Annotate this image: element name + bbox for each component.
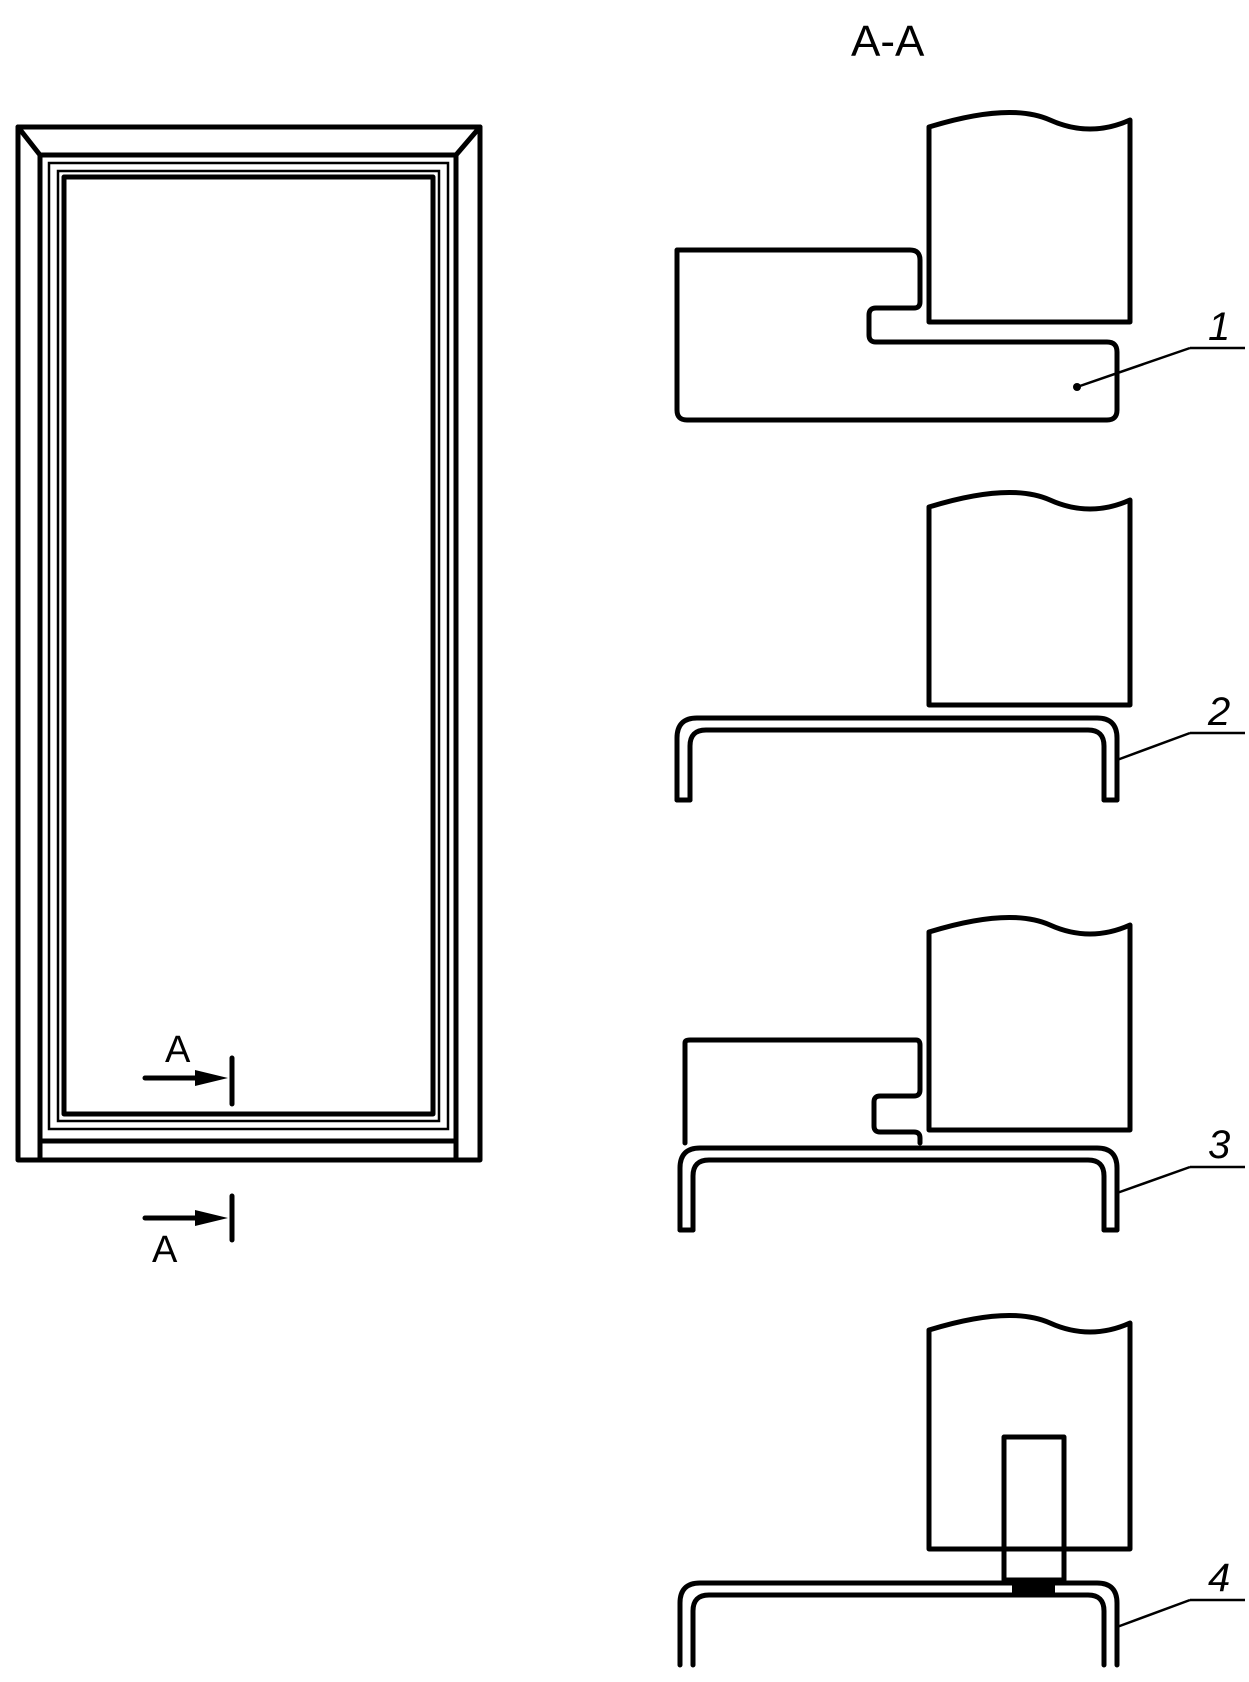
section-cut-marker-top: A <box>142 1029 235 1107</box>
callout-1: 1 <box>1208 305 1230 349</box>
section-variant-4: 4 <box>677 1312 1245 1668</box>
svg-text:A: A <box>152 1229 178 1271</box>
section-title: A-A <box>851 17 925 66</box>
svg-text:A: A <box>165 1029 191 1071</box>
section-cut-marker-bottom: A <box>142 1193 235 1271</box>
section-variant-2: 2 <box>674 489 1245 803</box>
callout-3: 3 <box>1208 1123 1230 1167</box>
section-variant-3: 3 <box>677 914 1245 1233</box>
callout-4: 4 <box>1208 1556 1230 1600</box>
callout-2: 2 <box>1207 690 1230 734</box>
door-frame-front-view <box>15 124 483 1163</box>
section-variant-1: 1 <box>674 109 1245 423</box>
